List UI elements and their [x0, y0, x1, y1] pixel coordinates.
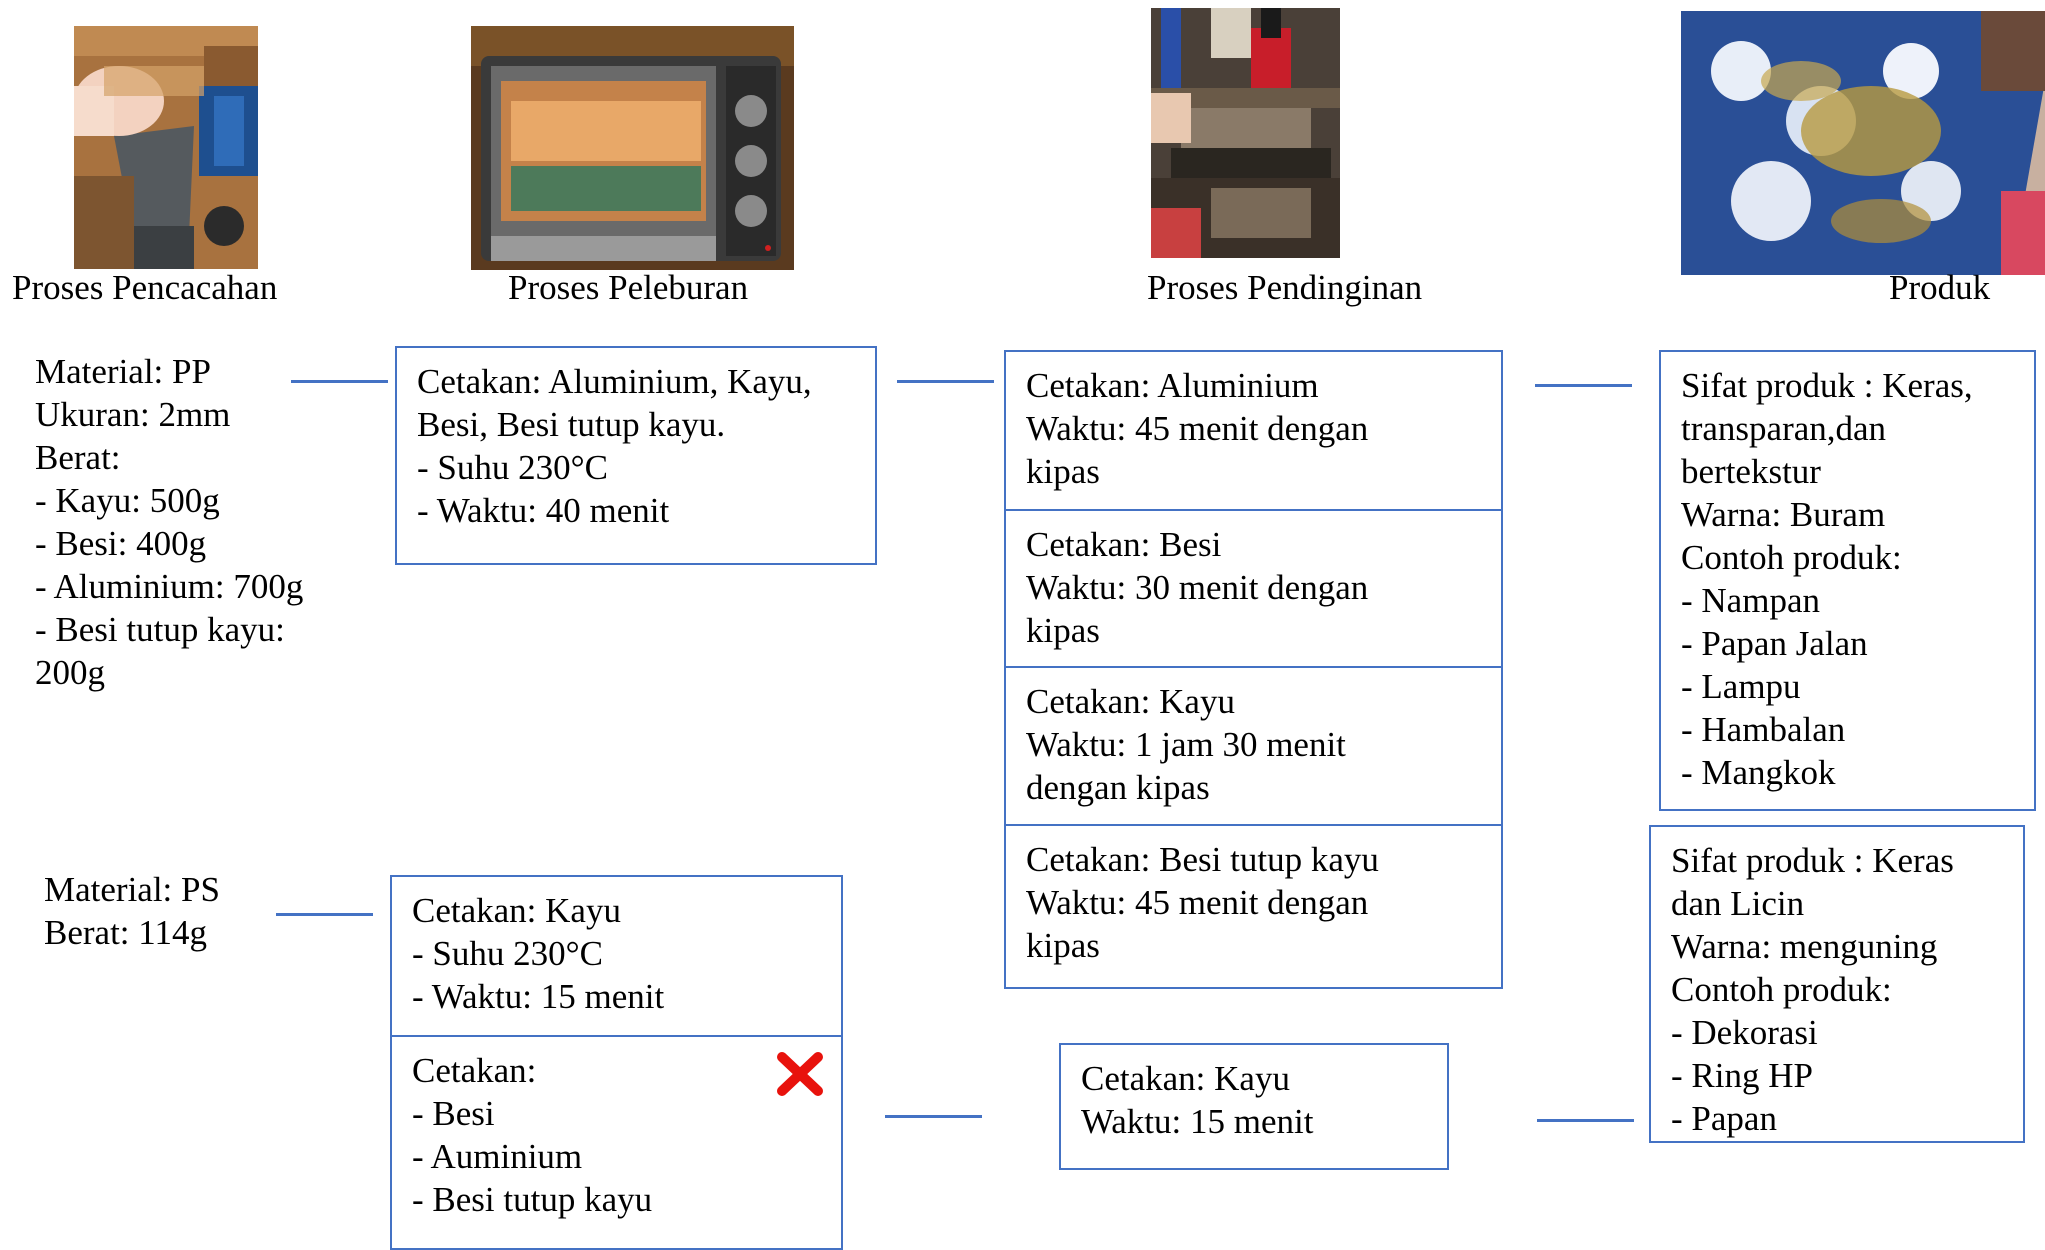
ps-melting-line: Cetakan: Kayu: [412, 891, 621, 930]
ps-product-line: Sifat produk : Keras: [1671, 841, 1954, 880]
product-photo: [1681, 11, 2045, 275]
caption-cooling: Proses Pendinginan: [1147, 268, 1423, 307]
pp-cooling-line: Cetakan: Aluminium: [1026, 366, 1319, 405]
ps-product-line: dan Licin: [1671, 884, 1805, 923]
ps-melting-box: Cetakan: Kayu - Suhu 230°C - Waktu: 15 m…: [390, 875, 843, 1037]
pp-material-info: Material: PP Ukuran: 2mm Berat: - Kayu: …: [35, 350, 303, 694]
pp-material-line: Berat:: [35, 438, 121, 477]
pp-melting-box: Cetakan: Aluminium, Kayu, Besi, Besi tut…: [395, 346, 877, 565]
pp-product-line: - Hambalan: [1681, 710, 1846, 749]
pp-product-line: Sifat produk : Keras,: [1681, 366, 1973, 405]
connector-line: [885, 1115, 982, 1118]
pp-material-line: - Besi: 400g: [35, 524, 207, 563]
pp-cooling-line: Cetakan: Besi: [1026, 525, 1222, 564]
pp-product-line: - Lampu: [1681, 667, 1801, 706]
ps-product-box: Sifat produk : Keras dan Licin Warna: me…: [1649, 825, 2025, 1143]
ps-material-line: Berat: 114g: [44, 913, 207, 952]
pp-cooling-box-kayu: Cetakan: Kayu Waktu: 1 jam 30 menit deng…: [1004, 666, 1503, 826]
pp-melting-line: - Suhu 230°C: [417, 448, 608, 487]
pp-product-line: - Nampan: [1681, 581, 1820, 620]
ps-cooling-line: Cetakan: Kayu: [1081, 1059, 1290, 1098]
ps-melting-fail-box: Cetakan: - Besi - Auminium - Besi tutup …: [390, 1035, 843, 1250]
pp-product-line: - Papan Jalan: [1681, 624, 1868, 663]
caption-melting: Proses Peleburan: [508, 268, 749, 307]
pp-cooling-line: Waktu: 45 menit dengan: [1026, 883, 1369, 922]
ps-melting-line: - Suhu 230°C: [412, 934, 603, 973]
pp-cooling-line: dengan kipas: [1026, 768, 1210, 807]
ps-product-line: Warna: menguning: [1671, 927, 1938, 966]
ps-product-line: - Ring HP: [1671, 1056, 1813, 1095]
pp-melting-line: Besi, Besi tutup kayu.: [417, 405, 726, 444]
pp-cooling-box-aluminium: Cetakan: Aluminium Waktu: 45 menit denga…: [1004, 350, 1503, 511]
pp-material-line: - Kayu: 500g: [35, 481, 220, 520]
caption-product: Produk: [1889, 268, 1991, 307]
pp-material-line: Material: PP: [35, 352, 211, 391]
ps-material-line: Material: PS: [44, 870, 220, 909]
ps-product-line: Contoh produk:: [1671, 970, 1892, 1009]
connector-line: [897, 380, 994, 383]
pp-product-line: transparan,dan: [1681, 409, 1887, 448]
pp-cooling-line: Cetakan: Kayu: [1026, 682, 1235, 721]
pp-cooling-box-besi: Cetakan: Besi Waktu: 30 menit dengan kip…: [1004, 509, 1503, 668]
connector-line: [291, 380, 388, 383]
pp-cooling-line: Waktu: 1 jam 30 menit: [1026, 725, 1346, 764]
ps-product-line: - Dekorasi: [1671, 1013, 1818, 1052]
pp-material-line: - Besi tutup kayu:: [35, 610, 285, 649]
connector-line: [1537, 1119, 1634, 1122]
pp-product-box: Sifat produk : Keras, transparan,dan ber…: [1659, 350, 2036, 811]
pp-cooling-box-besi-tutup-kayu: Cetakan: Besi tutup kayu Waktu: 45 menit…: [1004, 824, 1503, 989]
pp-cooling-line: kipas: [1026, 611, 1100, 650]
cooling-press-photo: [1151, 8, 1340, 258]
connector-line: [276, 913, 373, 916]
pp-cooling-line: kipas: [1026, 926, 1100, 965]
pp-cooling-line: Waktu: 30 menit dengan: [1026, 568, 1369, 607]
ps-melting-fail-line: - Besi: [412, 1094, 495, 1133]
shredding-photo: [74, 26, 258, 269]
ps-cooling-line: Waktu: 15 menit: [1081, 1102, 1314, 1141]
pp-cooling-line: Waktu: 45 menit dengan: [1026, 409, 1369, 448]
pp-product-line: Warna: Buram: [1681, 495, 1886, 534]
pp-material-line: 200g: [35, 653, 105, 692]
ps-material-info: Material: PS Berat: 114g: [44, 868, 220, 954]
pp-product-line: bertekstur: [1681, 452, 1821, 491]
pp-cooling-line: Cetakan: Besi tutup kayu: [1026, 840, 1379, 879]
connector-line: [1535, 384, 1632, 387]
pp-melting-line: - Waktu: 40 menit: [417, 491, 670, 530]
pp-product-line: - Mangkok: [1681, 753, 1836, 792]
pp-melting-line: Cetakan: Aluminium, Kayu,: [417, 362, 812, 401]
ps-melting-fail-line: Cetakan:: [412, 1051, 537, 1090]
cross-mark-icon: [777, 1052, 823, 1096]
ps-melting-fail-line: - Besi tutup kayu: [412, 1180, 653, 1219]
pp-cooling-line: kipas: [1026, 452, 1100, 491]
ps-cooling-box: Cetakan: Kayu Waktu: 15 menit: [1059, 1043, 1449, 1170]
ps-melting-line: - Waktu: 15 menit: [412, 977, 665, 1016]
pp-material-line: - Aluminium: 700g: [35, 567, 304, 606]
pp-material-line: Ukuran: 2mm: [35, 395, 231, 434]
pp-product-line: Contoh produk:: [1681, 538, 1902, 577]
ps-melting-fail-line: - Auminium: [412, 1137, 583, 1176]
oven-photo: [471, 26, 794, 270]
caption-shredding: Proses Pencacahan: [12, 268, 278, 307]
ps-product-line: - Papan: [1671, 1099, 1777, 1138]
